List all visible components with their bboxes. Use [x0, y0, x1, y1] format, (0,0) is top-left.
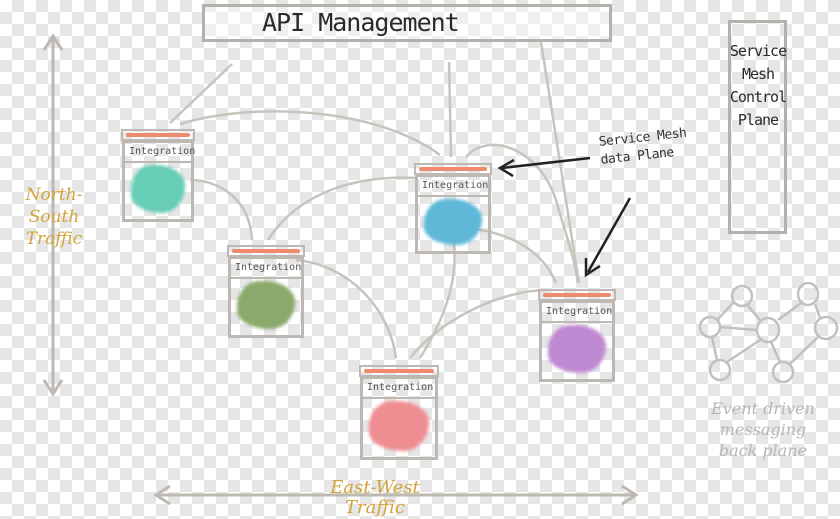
service-blob [424, 199, 482, 245]
connector-api-to-blue [447, 61, 453, 158]
control-plane-line: Plane [737, 111, 779, 129]
east-west-line: East-West [330, 477, 420, 498]
api-management-title: API Management [262, 8, 460, 37]
event-network-icon [698, 281, 839, 384]
sidecar-proxy [227, 245, 305, 257]
control-plane-line: Service [729, 42, 787, 60]
event-backplane-label: Event driven messaging back plane [688, 398, 838, 461]
event-backplane-line: messaging [719, 420, 807, 439]
event-backplane-line: back plane [718, 441, 808, 460]
integration-service-blue: Integration [414, 163, 492, 254]
service-blob [369, 401, 429, 451]
service-label: Integration [231, 259, 301, 279]
connector-blue-to-purple [465, 143, 580, 284]
connector-api-to-teal [169, 63, 233, 124]
api-management-box [202, 4, 612, 42]
sidecar-proxy [121, 129, 195, 141]
control-plane-box [728, 20, 787, 234]
connector-green-to-pink [295, 258, 398, 359]
north-south-traffic-label: North-South Traffic [4, 184, 104, 250]
service-blob [548, 325, 606, 373]
sidecar-proxy [359, 365, 439, 377]
event-backplane-line: Event driven [711, 399, 815, 418]
integration-service-teal: Integration [121, 129, 195, 222]
east-west-line: Traffic [345, 497, 405, 518]
control-plane-line: Control [729, 88, 787, 106]
data-plane-pointer-arrows [497, 156, 632, 278]
connector-green-to-blue [266, 176, 417, 241]
north-south-line: Traffic [25, 229, 83, 249]
connector-teal-to-blue [179, 110, 441, 157]
service-label: Integration [418, 177, 488, 197]
sidecar-proxy [414, 163, 492, 175]
service-label: Integration [542, 303, 612, 323]
east-west-arrow [153, 484, 639, 506]
sidecar-proxy [538, 289, 616, 301]
connector-pink-to-purple [409, 288, 549, 359]
north-south-arrow [42, 33, 64, 397]
east-west-traffic-label: East-West Traffic [310, 478, 440, 518]
control-plane-title: Service Mesh Control Plane [726, 40, 790, 132]
service-blob [131, 165, 185, 213]
integration-service-green: Integration [227, 245, 305, 338]
service-blob [237, 281, 295, 329]
integration-service-purple: Integration [538, 289, 616, 382]
connector-green-to-teal [189, 178, 254, 241]
control-plane-line: Mesh [741, 65, 775, 83]
north-south-line: North-South [25, 185, 83, 227]
service-label: Integration [363, 379, 435, 399]
service-label: Integration [125, 143, 195, 163]
integration-service-pink: Integration [359, 365, 439, 460]
